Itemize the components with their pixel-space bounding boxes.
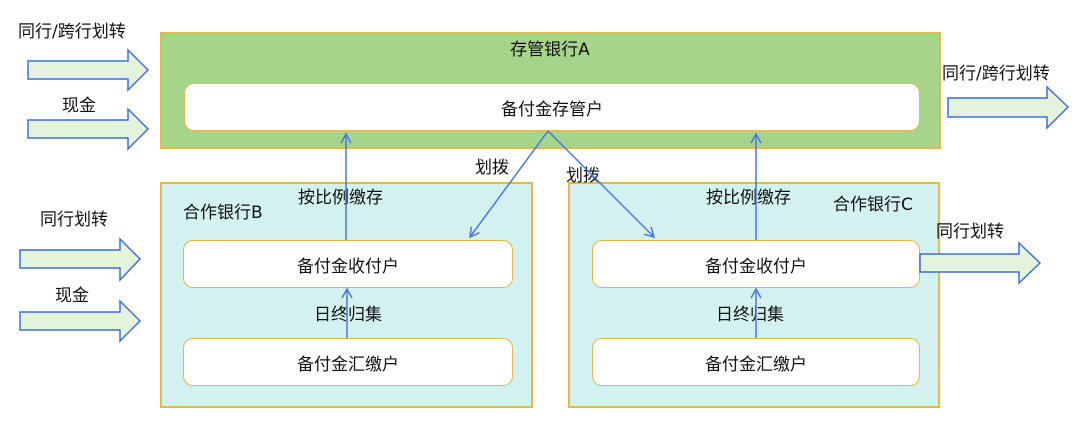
allocate-label-right: 划拨 [566, 166, 600, 186]
inflow-b-transfer-label: 同行划转 [40, 210, 108, 230]
inflow-a-transfer-label: 同行/跨行划转 [18, 22, 126, 42]
outflow-c-transfer-arrow [919, 241, 1042, 285]
allocate-label-left: 划拨 [475, 158, 509, 178]
bank-a-title: 存管银行A [510, 40, 590, 60]
inflow-b-cash-arrow [19, 299, 142, 343]
bank-b-daily-label: 日终归集 [314, 305, 382, 325]
bank-b-ratio-label: 按比例缴存 [298, 188, 383, 208]
allocate-to-b-arrow [469, 130, 549, 239]
bank-c-collect-account: 备付金汇缴户 [592, 338, 920, 386]
outflow-c-transfer-label: 同行划转 [936, 222, 1004, 242]
bank-b-collect-account: 备付金汇缴户 [183, 338, 513, 386]
bank-a-custody-account: 备付金存管户 [184, 83, 920, 131]
bank-c-title: 合作银行C [833, 195, 913, 215]
inflow-b-transfer-arrow [19, 237, 142, 282]
outflow-a-transfer-label: 同行/跨行划转 [942, 64, 1050, 84]
bank-b-title: 合作银行B [183, 203, 263, 223]
inflow-a-transfer-arrow [27, 48, 150, 92]
inflow-b-cash-label: 现金 [55, 286, 89, 306]
bank-c-ratio-label: 按比例缴存 [706, 188, 791, 208]
inflow-a-cash-label: 现金 [62, 96, 96, 116]
outflow-a-transfer-arrow [947, 85, 1070, 130]
allocate-to-c-arrow [547, 130, 656, 239]
inflow-a-cash-arrow [27, 107, 150, 151]
bank-c-daily-label: 日终归集 [716, 305, 784, 325]
bank-b-receive-account: 备付金收付户 [183, 240, 513, 288]
